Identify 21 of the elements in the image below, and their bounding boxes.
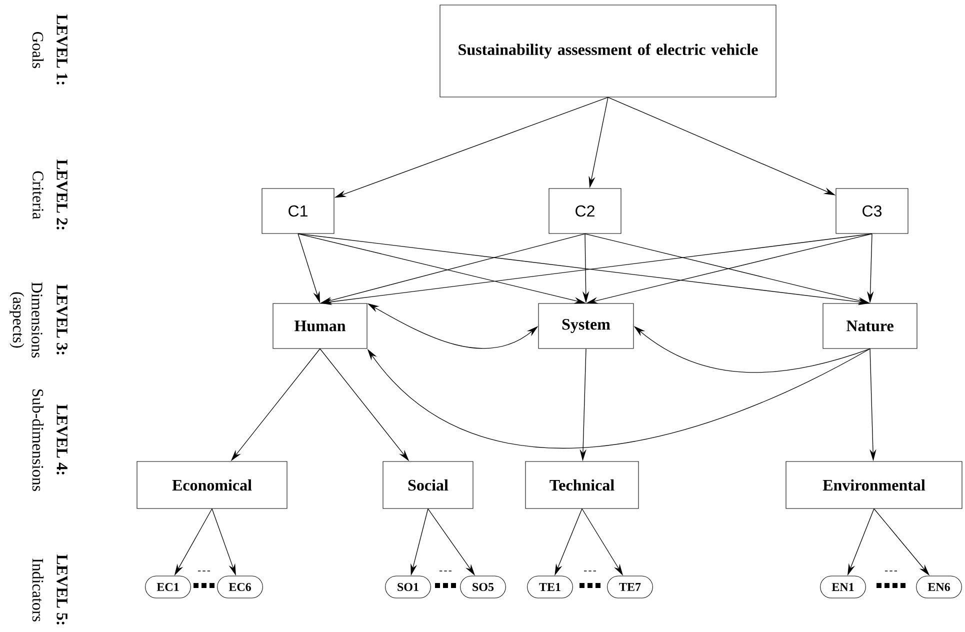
criterion-box: C1: [262, 188, 334, 234]
dimension-box: System: [538, 303, 634, 349]
sub-dimension-box: Social: [382, 461, 474, 509]
sub-dimension-box: Environmental: [786, 461, 962, 509]
level-label: Goals: [32, 32, 44, 68]
criterion-box: C3: [836, 188, 908, 234]
level-label: LEVEL 3:: [56, 284, 68, 354]
sub-dimension-box: Technical: [525, 461, 639, 509]
level-label: LEVEL 2:: [56, 159, 68, 230]
level-label: Indicators: [32, 558, 44, 622]
level-label: Sub-dimensions: [32, 390, 44, 491]
level-label: Dimensions (aspects): [10, 282, 42, 358]
sub-dimension-box: Economical: [136, 461, 288, 509]
level-label: LEVEL 5:: [56, 554, 68, 624]
dimension-box: Human: [272, 303, 368, 349]
goal-box: Sustainability assessment of electric vehicle: [440, 4, 776, 98]
criterion-box: C2: [548, 188, 622, 234]
level-label: LEVEL 1:: [56, 14, 68, 84]
dimension-box: Nature: [822, 303, 918, 349]
level-label: Criteria: [32, 171, 44, 220]
level-label: LEVEL 4:: [56, 404, 68, 474]
